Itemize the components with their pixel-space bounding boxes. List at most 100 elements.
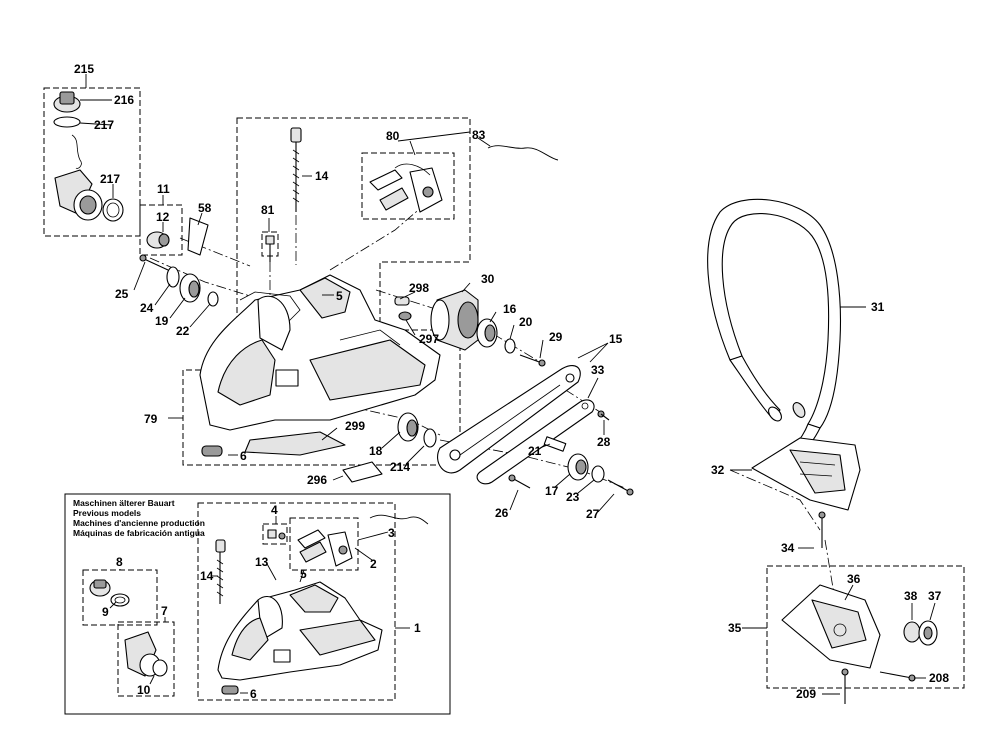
label-35: 35 — [728, 621, 742, 635]
label-14: 14 — [200, 569, 214, 583]
label-9: 9 — [102, 605, 109, 619]
label-214: 214 — [390, 460, 410, 474]
legacy-caption-en: Previous models — [73, 508, 141, 518]
label-215: 215 — [74, 62, 94, 76]
label-11: 11 — [157, 182, 170, 196]
label-38: 38 — [904, 589, 918, 603]
cable-83 — [487, 145, 559, 161]
handle-bracket-36 — [781, 584, 881, 669]
label-209: 209 — [796, 687, 816, 701]
screw-81 — [265, 235, 275, 262]
legacy-caption-es: Máquinas de fabricación antigua — [73, 528, 205, 538]
front-handle-31 — [707, 198, 842, 453]
throttle-linkage-80 — [369, 163, 443, 213]
label-13: 13 — [255, 555, 269, 569]
label-22: 22 — [176, 324, 190, 338]
legacy-fuel-pickup-7 — [124, 631, 168, 677]
label-36: 36 — [847, 572, 861, 586]
label-79: 79 — [144, 412, 158, 426]
grip-pad-6 — [201, 445, 223, 457]
label-299: 299 — [345, 419, 365, 433]
label-12: 12 — [156, 210, 170, 224]
part-labels: 215 216 217 217 11 12 58 25 24 19 22 79 … — [74, 62, 949, 701]
label-19: 19 — [155, 314, 169, 328]
label-4: 4 — [271, 503, 278, 517]
label-6: 6 — [250, 687, 257, 701]
label-298: 298 — [409, 281, 429, 295]
damper-set-left — [139, 254, 219, 307]
label-8: 8 — [116, 555, 123, 569]
legacy-bolt-14 — [215, 539, 226, 604]
leader-lines — [79, 74, 936, 695]
label-217: 217 — [100, 172, 120, 186]
fuel-cap-assembly — [53, 91, 124, 222]
assembly-line — [329, 199, 431, 271]
starter-30 — [430, 289, 479, 351]
label-208: 208 — [929, 671, 949, 685]
damper-38-washer-37 — [903, 620, 938, 646]
label-31: 31 — [871, 300, 885, 314]
group-box-3 — [289, 517, 359, 571]
group-box-215 — [43, 87, 141, 237]
label-5: 5 — [300, 567, 307, 581]
assembly-line — [729, 469, 821, 531]
label-33: 33 — [591, 363, 605, 377]
label-32: 32 — [711, 463, 725, 477]
label-5: 5 — [336, 289, 343, 303]
main-housing-79 — [199, 274, 441, 456]
group-box-7 — [117, 621, 175, 697]
label-1: 1 — [414, 621, 421, 635]
legacy-caption-de: Maschinen älterer Bauart — [73, 498, 175, 508]
label-17: 17 — [545, 484, 559, 498]
legacy-housing-1 — [217, 581, 383, 681]
damper-set-lower — [397, 412, 437, 448]
bolt-14 — [290, 127, 302, 212]
decal-296 — [342, 461, 383, 483]
label-26: 26 — [495, 506, 509, 520]
fuel-pickup-12 — [146, 231, 170, 249]
label-34: 34 — [781, 541, 795, 555]
screw-209 — [841, 668, 849, 704]
assembly-line — [149, 257, 251, 297]
label-58: 58 — [198, 201, 212, 215]
label-81: 81 — [261, 203, 275, 217]
label-24: 24 — [140, 301, 154, 315]
label-3: 3 — [388, 526, 395, 540]
group-box-1 — [197, 502, 396, 701]
label-14: 14 — [315, 169, 329, 183]
label-23: 23 — [566, 490, 580, 504]
label-10: 10 — [137, 683, 151, 697]
label-25: 25 — [115, 287, 129, 301]
group-box-35 — [766, 565, 965, 689]
label-15: 15 — [609, 332, 623, 346]
label-30: 30 — [481, 272, 495, 286]
label-18: 18 — [369, 444, 383, 458]
legacy-fuel-cap-8 — [89, 579, 130, 607]
legacy-grip-pad-6 — [221, 685, 239, 695]
label-216: 216 — [114, 93, 134, 107]
handle-bracket-32 — [751, 437, 861, 511]
decal-58 — [187, 217, 209, 256]
label-83: 83 — [472, 128, 486, 142]
screw-208 — [879, 671, 916, 682]
label-28: 28 — [597, 435, 611, 449]
label-2: 2 — [370, 557, 377, 571]
label-27: 27 — [586, 507, 600, 521]
damper-set-right — [476, 318, 546, 367]
group-box-4 — [262, 523, 288, 545]
label-297: 297 — [419, 332, 439, 346]
label-16: 16 — [503, 302, 517, 316]
screw-34 — [818, 511, 826, 548]
damper-set-bar — [508, 436, 634, 496]
legacy-cable-2 — [369, 514, 429, 525]
legacy-models-box — [64, 493, 451, 715]
label-21: 21 — [528, 444, 542, 458]
guide-plates-15 — [437, 365, 595, 485]
legacy-throttle-3 — [297, 529, 353, 567]
label-296: 296 — [307, 473, 327, 487]
screw-28 — [597, 410, 610, 421]
label-7: 7 — [161, 604, 168, 618]
legacy-caption-fr: Machines d'ancienne production — [73, 518, 205, 528]
label-20: 20 — [519, 315, 533, 329]
